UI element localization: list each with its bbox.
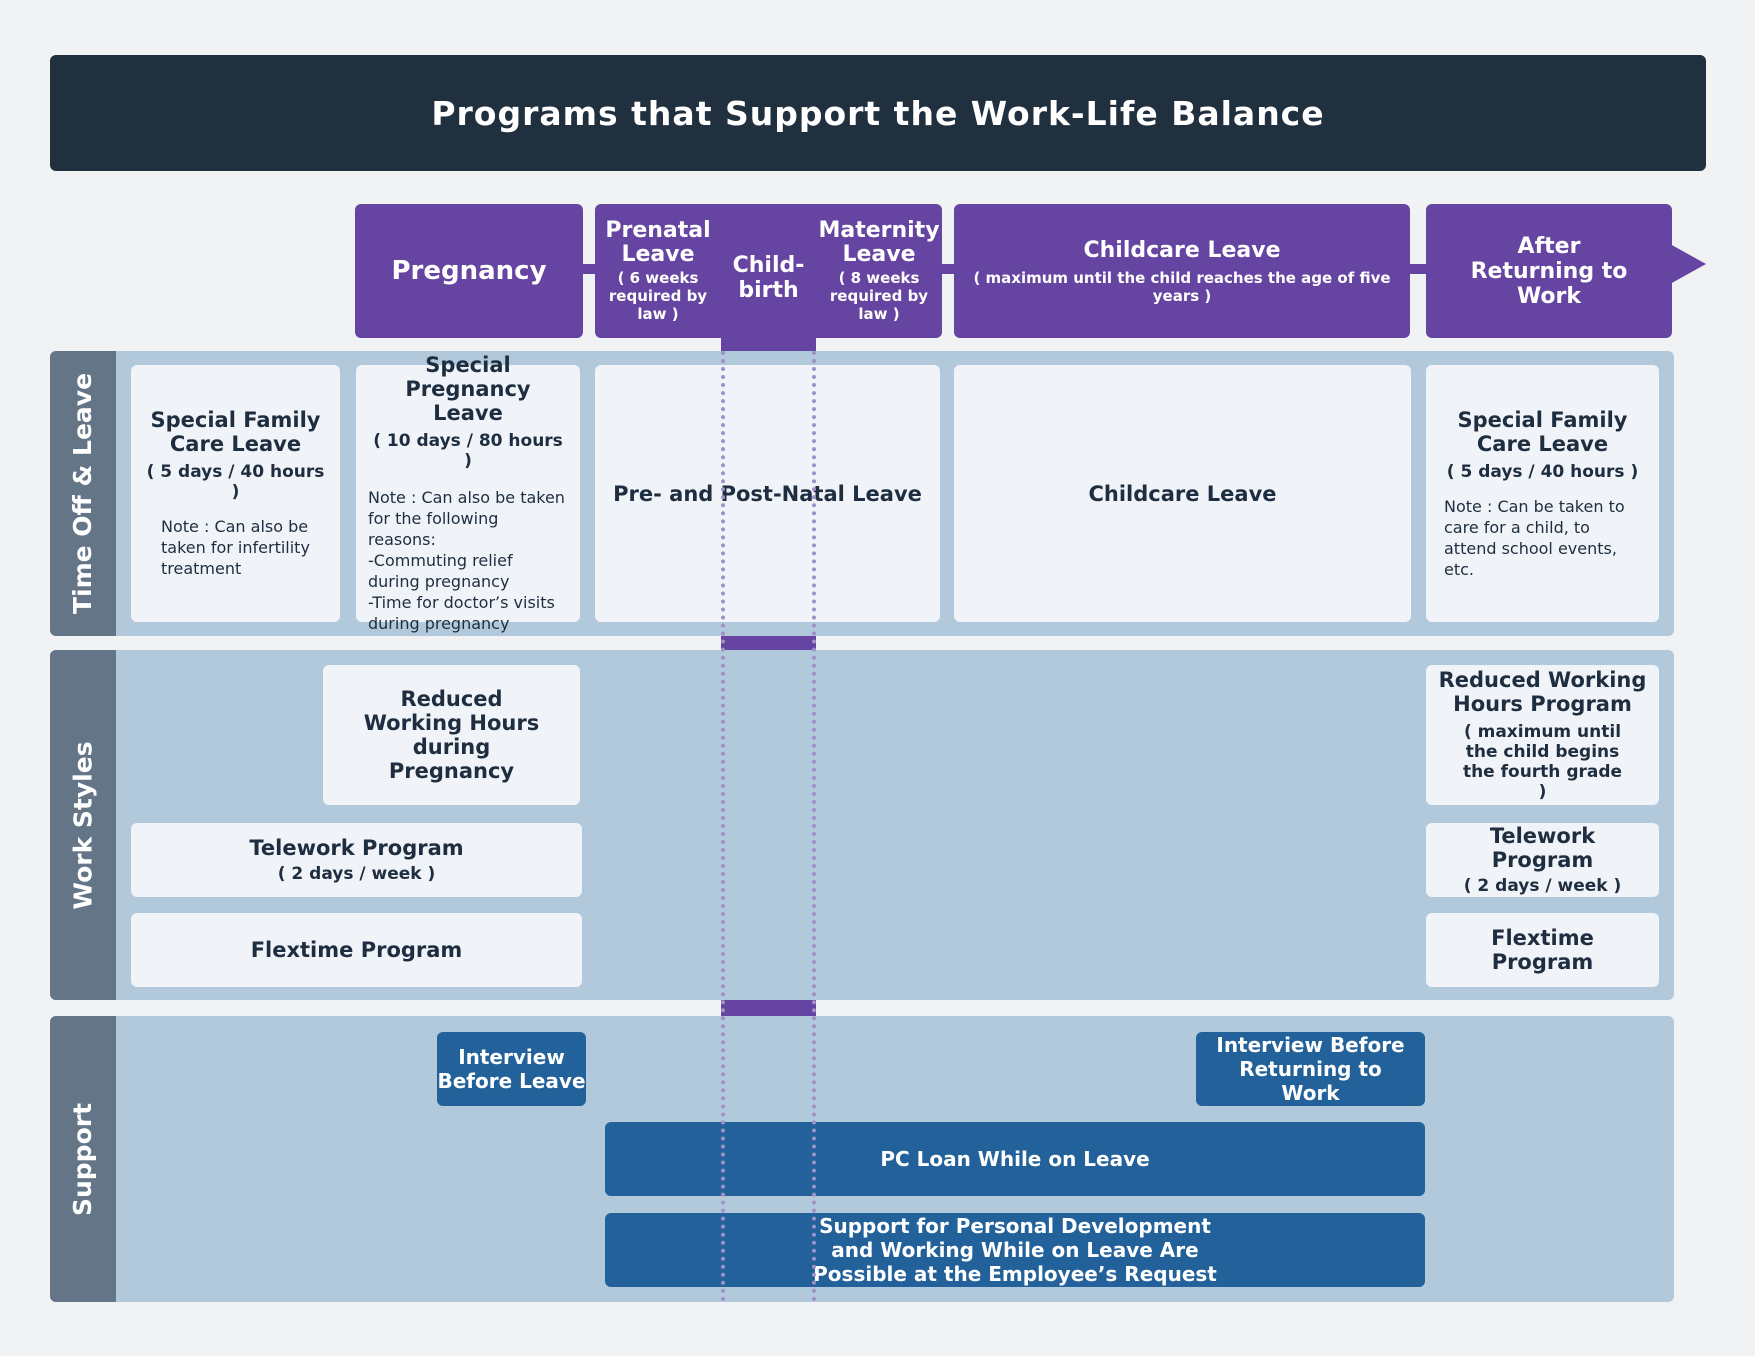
card-hours: ( 5 days / 40 hours ) [1446, 461, 1639, 482]
stage-childcare: Childcare Leave ( maximum until the chil… [954, 204, 1410, 338]
timeline-arrow-icon [1670, 244, 1706, 284]
row-label-support-text: Support [68, 1102, 98, 1216]
stage-maternity-label: Maternity Leave [818, 218, 940, 267]
stage-childcare-note: ( maximum until the child reaches the ag… [973, 268, 1391, 305]
stage-after-return-label: After Returning to Work [1470, 233, 1628, 309]
card-title: Pre- and Post-Natal Leave [613, 481, 922, 506]
card-title: Flextime Program [1491, 926, 1594, 974]
card-title: Flextime Program [250, 938, 463, 962]
card-title: Special Family Care Leave [1457, 407, 1628, 456]
card-special-family-care-leave: Special Family Care Leave ( 5 days / 40 … [131, 365, 340, 622]
card-reduced-hours-pregnancy: Reduced Working Hours during Pregnancy [323, 665, 580, 805]
childbirth-band [721, 636, 816, 650]
row-label-work-styles-text: Work Styles [68, 740, 98, 910]
card-flextime-program-after: Flextime Program [1426, 913, 1659, 987]
card-title: Reduced Working Hours during Pregnancy [363, 687, 540, 783]
card-special-pregnancy-leave: Special Pregnancy Leave ( 10 days / 80 h… [356, 353, 580, 633]
timeline-connector [583, 264, 597, 274]
support-interview-before-leave: Interview Before Leave [437, 1032, 586, 1106]
card-note: Note : Can be taken to care for a child,… [1444, 496, 1625, 579]
card-hours: ( 5 days / 40 hours ) [146, 462, 325, 502]
card-title: Reduced Working Hours Program [1438, 668, 1647, 716]
support-label: Interview Before Returning to Work [1216, 1033, 1405, 1105]
childbirth-band [721, 1000, 816, 1016]
support-label: Interview Before Leave [437, 1045, 586, 1093]
card-sub: ( maximum until the child begins the fou… [1462, 722, 1623, 802]
stage-prenatal-note: ( 6 weeks required by law ) [608, 269, 708, 323]
support-interview-before-return: Interview Before Returning to Work [1196, 1032, 1425, 1106]
card-childcare-leave: Childcare Leave [954, 365, 1411, 622]
support-pc-loan: PC Loan While on Leave [605, 1122, 1425, 1196]
card-pre-post-natal-leave: Pre- and Post-Natal Leave [595, 365, 940, 622]
card-title: Special Pregnancy Leave [405, 353, 531, 425]
card-title: Telework Program [249, 836, 464, 860]
stage-pregnancy: Pregnancy [355, 204, 583, 338]
card-reduced-hours-program: Reduced Working Hours Program ( maximum … [1426, 665, 1659, 805]
row-label-time-off-text: Time Off & Leave [68, 372, 98, 615]
support-label: Support for Personal Development and Wor… [813, 1214, 1217, 1286]
stage-prenatal-label: Prenatal Leave [605, 218, 711, 267]
stage-after-return: After Returning to Work [1426, 204, 1672, 338]
stage-maternity-note: ( 8 weeks required by law ) [829, 269, 929, 323]
card-hours: ( 10 days / 80 hours ) [373, 431, 563, 471]
card-sub: ( 2 days / week ) [277, 864, 436, 884]
stage-pregnancy-label: Pregnancy [391, 256, 547, 286]
support-personal-development: Support for Personal Development and Wor… [605, 1213, 1425, 1287]
childbirth-guide-line-left [721, 351, 725, 1302]
support-label: PC Loan While on Leave [880, 1147, 1150, 1171]
card-note: Note : Can also be taken for the followi… [368, 488, 565, 633]
card-sub: ( 2 days / week ) [1463, 876, 1622, 896]
stage-prenatal: Prenatal Leave ( 6 weeks required by law… [595, 204, 721, 338]
card-telework-program: Telework Program ( 2 days / week ) [131, 823, 582, 897]
card-note: Note : Can also be taken for infertility… [161, 517, 310, 578]
card-title: Special Family Care Leave [150, 408, 321, 456]
row-label-work-styles: Work Styles [50, 650, 116, 1000]
card-title: Telework Program [1489, 824, 1596, 872]
stage-childbirth: Child-birth [721, 204, 816, 351]
card-title: Childcare Leave [1088, 481, 1277, 506]
row-label-time-off: Time Off & Leave [50, 351, 116, 636]
card-special-family-care-leave-after: Special Family Care Leave ( 5 days / 40 … [1426, 365, 1659, 622]
stage-childbirth-label: Child-birth [732, 252, 805, 303]
stage-maternity: Maternity Leave ( 8 weeks required by la… [816, 204, 942, 338]
card-flextime-program: Flextime Program [131, 913, 582, 987]
page-title: Programs that Support the Work-Life Bala… [50, 55, 1706, 171]
timeline-connector [940, 264, 954, 274]
stage-childcare-label: Childcare Leave [1083, 237, 1281, 263]
timeline-connector [1410, 264, 1426, 274]
childbirth-guide-line-right [812, 351, 816, 1302]
card-telework-program-after: Telework Program ( 2 days / week ) [1426, 823, 1659, 897]
row-label-support: Support [50, 1016, 116, 1302]
